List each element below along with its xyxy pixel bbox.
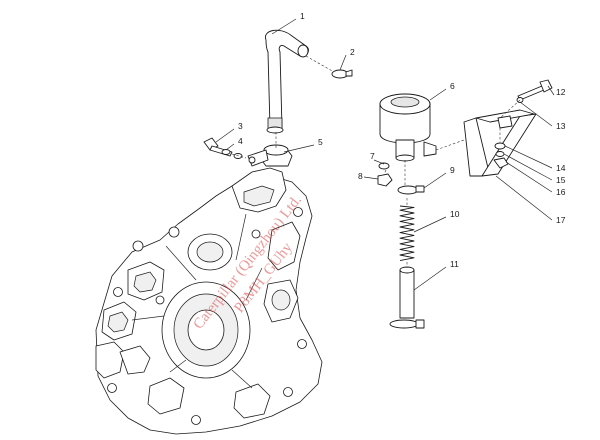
callout-leader-11 [413,266,447,291]
callout-leader-6 [429,88,447,101]
callout-leader-13 [519,101,553,127]
callout-leader-2 [339,54,347,71]
callout-number-1: 1 [300,11,305,21]
callout-leader-12 [547,85,555,96]
coil-spring [399,205,415,262]
callout-leader-17 [495,175,553,221]
callout-number-6: 6 [450,81,455,91]
tube-adapter [247,144,293,167]
callout-leader-8 [363,176,379,180]
callout-number-7: 7 [370,151,375,161]
callout-leader-10 [413,216,447,233]
spring-coil-path [399,205,415,262]
bracket-hardware [493,142,509,169]
callout-number-16: 16 [556,187,566,197]
callout-number-17: 17 [556,215,566,225]
callout-number-5: 5 [318,137,323,147]
callout-leader-16 [505,161,553,193]
callout-number-13: 13 [556,121,566,131]
callout-leader-1 [271,18,297,35]
hose-clamp-upper [331,69,353,79]
callout-leader-5 [283,144,315,153]
callout-number-4: 4 [238,136,243,146]
washer-and-nut [377,162,393,187]
callout-number-3: 3 [238,121,243,131]
callout-leader-7 [373,159,385,165]
callout-number-10: 10 [450,209,460,219]
callout-number-14: 14 [556,163,566,173]
breather-tube [265,29,309,134]
bolt-upper-right [517,79,553,101]
callout-leader-9 [423,172,447,189]
assembly-lines [231,55,521,268]
callout-leader-15 [503,153,553,181]
drain-tube [389,266,425,329]
callout-leader-4 [225,143,235,151]
callout-number-8: 8 [358,171,363,181]
callout-number-9: 9 [450,165,455,175]
callout-number-12: 12 [556,87,566,97]
hose-clamp-middle [397,185,425,195]
callout-number-2: 2 [350,47,355,57]
engine-front-housing [95,167,323,435]
callout-leader-3 [215,128,235,143]
callout-number-15: 15 [556,175,566,185]
bolt-and-washer-left [203,137,243,159]
breather-canister [379,93,437,162]
callout-leader-14 [504,145,553,169]
callout-number-11: 11 [450,259,459,269]
